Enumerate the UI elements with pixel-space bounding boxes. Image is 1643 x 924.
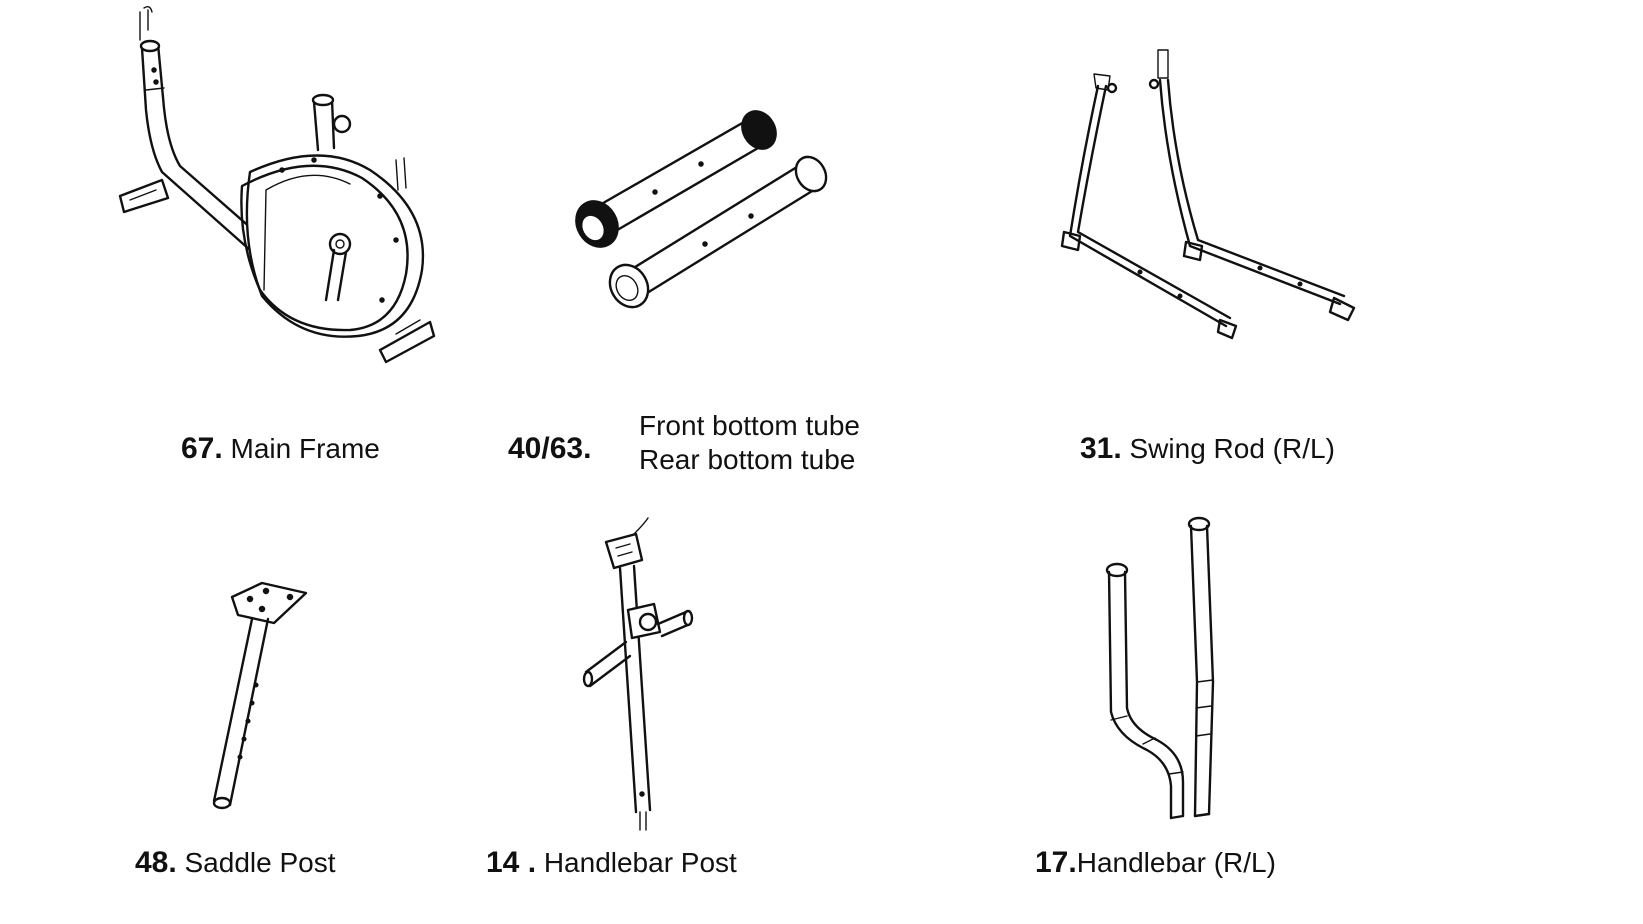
part-label-main-frame: 67. Main Frame (181, 432, 380, 466)
part-number: 14 . (486, 846, 537, 879)
part-label-swing-rod: 31. Swing Rod (R/L) (1080, 432, 1335, 466)
handlebars-drawing (1105, 516, 1215, 820)
handlebar-post-figure (570, 512, 710, 842)
main-frame-drawing (118, 5, 436, 364)
part-name: Saddle Post (184, 847, 336, 878)
part-number: 17. (1035, 846, 1077, 879)
part-name: Swing Rod (R/L) (1129, 433, 1335, 464)
part-name: Handlebar (R/L) (1076, 847, 1276, 878)
bottom-tubes-figure (555, 100, 855, 320)
part-label-handlebar-post: 14 . Handlebar Post (486, 846, 737, 880)
part-number: 48. (135, 846, 177, 879)
part-number-bottom-tubes: 40/63. (508, 432, 591, 466)
saddle-post-figure (200, 575, 320, 815)
part-label-saddle-post: 48. Saddle Post (135, 846, 336, 880)
handlebars-figure (1095, 512, 1235, 832)
part-name-rear-bottom-tube: Rear bottom tube (639, 444, 856, 475)
part-name: Handlebar Post (543, 847, 737, 878)
part-label-handlebars: 17.Handlebar (R/L) (1035, 846, 1276, 880)
main-frame-figure (100, 0, 460, 380)
part-name: Main Frame (230, 433, 380, 464)
part-names-bottom-tubes: Front bottom tube Rear bottom tube (639, 409, 860, 477)
saddle-post-drawing (212, 581, 308, 810)
handlebar-post-drawing (582, 517, 694, 831)
part-number: 31. (1080, 432, 1122, 465)
bottom-tubes-drawing (575, 110, 828, 309)
part-name-front-bottom-tube: Front bottom tube (639, 410, 861, 441)
swing-rods-figure (1050, 40, 1370, 350)
part-number: 67. (181, 432, 223, 465)
swing-rods-drawing (1060, 49, 1356, 340)
part-number: 40/63. (508, 432, 592, 465)
